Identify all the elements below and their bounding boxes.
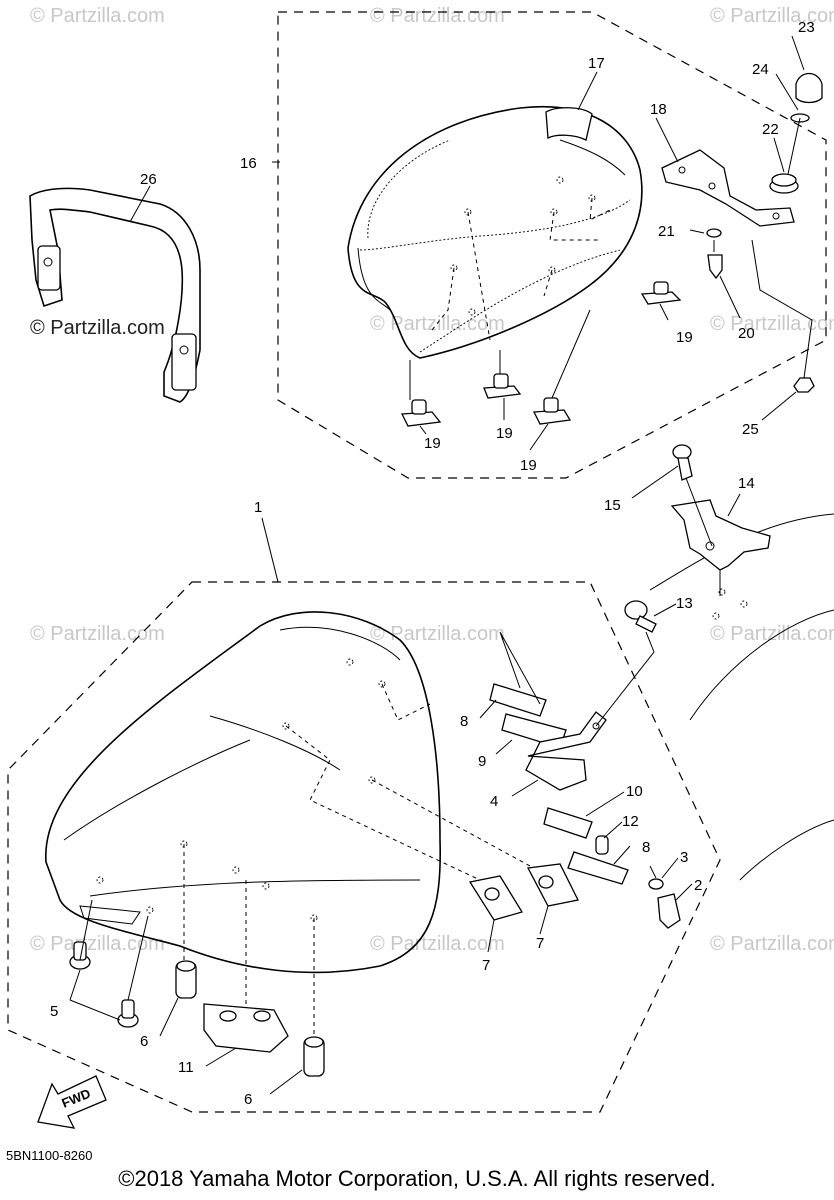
callout-2: 2 [694, 877, 702, 894]
callout-26: 26 [140, 171, 157, 188]
passenger-seat-group-outline [277, 11, 827, 479]
grab-bar-26 [29, 187, 201, 403]
dampers [69, 899, 325, 1077]
callout-19a: 19 [676, 329, 693, 346]
watermark-prominent: © Partzilla.com [30, 317, 165, 339]
callout-8b: 8 [642, 839, 650, 856]
watermark: © Partzilla.com [710, 313, 834, 335]
bracket-18 [661, 149, 795, 227]
callout-5: 5 [50, 1003, 58, 1020]
callout-12: 12 [622, 813, 639, 830]
callout-19c: 19 [496, 425, 513, 442]
callout-11: 11 [178, 1059, 194, 1076]
bolt-2 [657, 893, 681, 929]
callout-7b: 7 [536, 935, 544, 952]
callout-4: 4 [490, 793, 498, 810]
washer-3 [648, 878, 664, 890]
callout-24: 24 [752, 61, 769, 78]
callout-25: 25 [742, 421, 759, 438]
copyright-notice: ©2018 Yamaha Motor Corporation, U.S.A. A… [118, 1166, 716, 1191]
callout-17: 17 [588, 55, 605, 72]
passenger-seat [347, 106, 643, 359]
callout-6b: 6 [244, 1091, 252, 1108]
watermark: © Partzilla.com [30, 5, 165, 27]
rider-seat-group-outline [7, 581, 721, 1113]
rider-seat [45, 611, 531, 1034]
callout-6a: 6 [140, 1033, 148, 1050]
diagram-code: 5BN1100-8260 [6, 1148, 93, 1163]
bracket-14 [670, 499, 771, 620]
callout-23: 23 [798, 19, 815, 36]
watermark: © Partzilla.com [30, 933, 165, 955]
washer-21 [706, 228, 722, 238]
callout-16: 16 [240, 155, 257, 172]
callout-22: 22 [762, 121, 779, 138]
callout-1: 1 [254, 499, 262, 516]
clips-19 [400, 281, 682, 427]
callout-7a: 7 [482, 957, 490, 974]
watermark: © Partzilla.com [370, 933, 505, 955]
callout-14: 14 [738, 475, 755, 492]
callout-15: 15 [604, 497, 621, 514]
parts-diagram: © Partzilla.com © Partzilla.com © Partzi… [7, 5, 834, 1129]
bolt-20 [707, 254, 723, 280]
fwd-arrow-icon: FWD [37, 1075, 107, 1129]
watermark-group: © Partzilla.com © Partzilla.com © Partzi… [30, 5, 834, 955]
nut-washer-grommet [769, 72, 823, 194]
callout-labels: 1 2 3 4 5 6 6 7 7 8 8 9 10 11 12 13 14 1… [50, 19, 815, 1108]
clips-7 [468, 863, 579, 921]
callout-13: 13 [676, 595, 693, 612]
watermark: © Partzilla.com [710, 933, 834, 955]
watermark: © Partzilla.com [710, 5, 834, 27]
callout-19b: 19 [424, 435, 441, 452]
collar-25 [793, 377, 815, 393]
callout-3: 3 [680, 849, 688, 866]
watermark: © Partzilla.com [30, 623, 165, 645]
callout-8a: 8 [460, 713, 468, 730]
callout-18: 18 [650, 101, 667, 118]
callout-20: 20 [738, 325, 755, 342]
watermark: © Partzilla.com [370, 623, 505, 645]
watermark: © Partzilla.com [370, 5, 505, 27]
bolt-13 [624, 600, 657, 633]
rear-fender-outline [649, 513, 834, 881]
callout-19d: 19 [520, 457, 537, 474]
callout-10: 10 [626, 783, 643, 800]
callout-9: 9 [478, 753, 486, 770]
callout-leaders [69, 35, 805, 1095]
watermark: © Partzilla.com [710, 623, 834, 645]
callout-21: 21 [658, 223, 675, 240]
plates-and-bracket [489, 631, 655, 885]
bolt-15 [672, 444, 713, 547]
pin-12 [595, 835, 609, 855]
